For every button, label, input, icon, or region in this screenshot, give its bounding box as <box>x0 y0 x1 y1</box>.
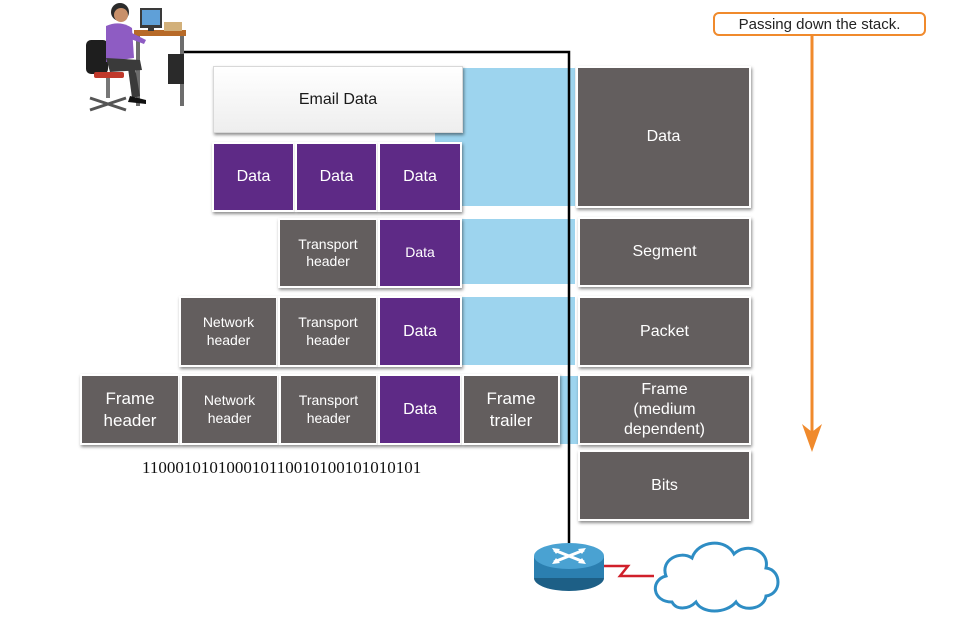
data-piece-3: Data <box>378 142 462 212</box>
layer-frame-label: Frame (medium dependent) <box>624 380 705 438</box>
transport-header-label: Transport header <box>298 314 358 348</box>
data-label: Data <box>403 400 437 418</box>
network-header-label: Network header <box>202 314 255 348</box>
layer-data: Data <box>576 66 751 208</box>
layer-segment: Segment <box>578 217 751 287</box>
frame-header-label: Frame header <box>103 389 157 430</box>
layer-data-label: Data <box>646 128 681 145</box>
network-header-label: Network header <box>203 392 256 426</box>
layer-bits-label: Bits <box>651 476 678 494</box>
segment-data: Data <box>378 218 462 288</box>
passing-down-callout: Passing down the stack. <box>713 12 926 36</box>
layer-packet: Packet <box>578 296 751 367</box>
data-piece-label: Data <box>236 168 271 185</box>
email-data-block: Email Data <box>213 66 463 133</box>
serial-link-icon <box>604 564 654 578</box>
layer-segment-label: Segment <box>632 243 697 260</box>
data-piece-2: Data <box>295 142 378 212</box>
router-icon <box>534 543 604 591</box>
data-label: Data <box>405 244 435 261</box>
segment-transport-header: Transport header <box>278 218 378 288</box>
layer-packet-label: Packet <box>640 322 689 340</box>
packet-transport-header: Transport header <box>278 296 378 367</box>
layer-frame: Frame (medium dependent) <box>578 374 751 445</box>
packet-data: Data <box>378 296 462 367</box>
down-arrow-icon <box>802 36 822 452</box>
bitstream: 110001010100010110010100101010101 <box>142 458 422 477</box>
callout-text: Passing down the stack. <box>738 15 901 33</box>
data-piece-label: Data <box>403 168 437 185</box>
data-piece-1: Data <box>212 142 295 212</box>
layer-bits: Bits <box>578 450 751 521</box>
transport-header-label: Transport header <box>298 392 359 426</box>
data-piece-label: Data <box>319 168 354 185</box>
frame-network-header: Network header <box>180 374 279 445</box>
frame-data: Data <box>378 374 462 445</box>
band-segment <box>462 219 575 284</box>
email-data-label: Email Data <box>298 90 378 108</box>
frame-trailer-label: Frame trailer <box>486 389 536 430</box>
transport-header-label: Transport header <box>298 235 358 270</box>
band-packet <box>462 297 575 365</box>
network-cable-line <box>183 50 571 548</box>
packet-network-header: Network header <box>179 296 278 367</box>
frame-trailer: Frame trailer <box>462 374 560 445</box>
user-at-computer-icon <box>86 3 186 112</box>
cloud-icon <box>654 541 780 613</box>
data-label: Data <box>403 322 437 340</box>
frame-transport-header: Transport header <box>279 374 378 445</box>
frame-header: Frame header <box>80 374 180 445</box>
